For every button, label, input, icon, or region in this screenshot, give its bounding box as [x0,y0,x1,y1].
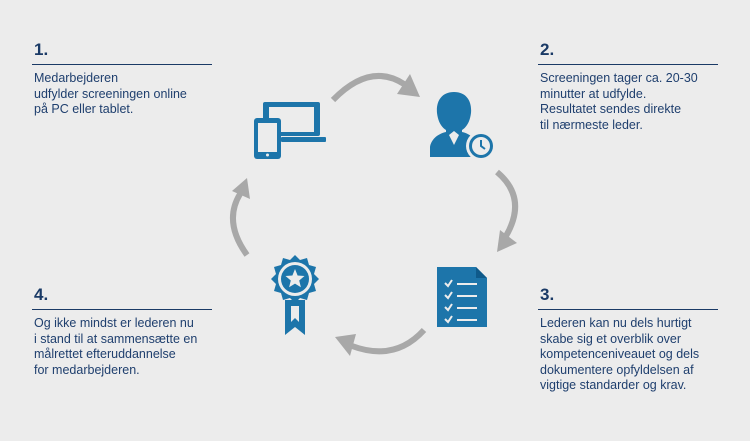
arrow-step3-to-step4 [350,327,427,355]
step-1: 1. Medarbejderen udfylder screeningen on… [32,40,212,118]
step-3: 3. Lederen kan nu dels hurtigt skabe sig… [538,285,718,394]
step-2-number: 2. [540,40,555,59]
employee-clock-icon [430,92,496,161]
step-4-number: 4. [34,285,49,304]
step-4-divider [32,309,212,310]
step-4-text: Og ikke mindst er lederen nu i stand til… [34,316,198,377]
arrowhead-1 [397,74,420,97]
devices-icon [254,102,326,159]
arrowhead-2 [497,230,517,252]
arrowhead-3 [335,334,356,356]
step-1-number: 1. [34,40,49,59]
arrowhead-4 [232,178,250,199]
step-1-divider [32,64,212,65]
step-3-text: Lederen kan nu dels hurtigt skabe sig et… [540,316,700,392]
step-4: 4. Og ikke mindst er lederen nu i stand … [32,285,212,378]
step-2-text: Screeningen tager ca. 20-30 minutter at … [540,71,698,132]
step-2-divider [538,64,718,65]
arrow-step2-to-step3 [494,169,519,238]
arrow-step1-to-step2 [330,73,406,103]
step-2: 2. Screeningen tager ca. 20-30 minutter … [538,40,718,133]
step-3-number: 3. [540,285,555,304]
arrow-step4-to-step1 [229,192,250,257]
step-1-text: Medarbejderen udfylder screeningen onlin… [34,71,187,116]
step-3-divider [538,309,718,310]
checklist-document-icon [437,267,487,327]
award-ribbon-icon [271,255,319,335]
